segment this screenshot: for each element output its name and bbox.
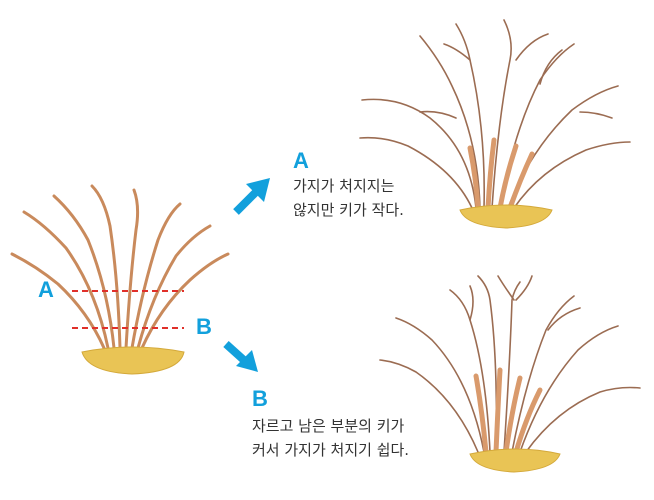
branch [455, 23, 486, 209]
branch [511, 295, 575, 453]
branch [491, 19, 512, 209]
branch [419, 110, 457, 119]
stem-base [493, 367, 503, 455]
arrow-head [236, 350, 258, 372]
stem-base [485, 137, 497, 211]
stem [22, 210, 110, 350]
stem-base [503, 375, 523, 455]
branch [579, 111, 613, 119]
branch [469, 285, 474, 321]
branch [499, 43, 575, 209]
branch [525, 386, 641, 453]
result-b-caption: 자르고 남은 부분의 키가 커서 가지가 처지기 쉽다. [252, 414, 409, 462]
plant-result-a-stems [467, 137, 535, 211]
plant-original [10, 184, 230, 375]
stem-base [507, 151, 535, 211]
arrow-shaft [223, 341, 249, 365]
branch [449, 289, 491, 453]
branch [515, 33, 549, 61]
branch [519, 325, 619, 453]
stem [90, 184, 122, 350]
branch [503, 281, 521, 453]
soil-mound [469, 448, 561, 473]
branch [547, 307, 581, 331]
plant-result-b-stems [473, 367, 543, 455]
soil-mound [81, 346, 185, 375]
result-b-line-2: 커서 가지가 처지기 쉽다. [252, 441, 410, 459]
branch [419, 35, 481, 209]
stem-base [467, 145, 481, 211]
stem [130, 202, 182, 350]
branch [359, 136, 473, 209]
plant-result-a [359, 19, 631, 229]
stem [136, 224, 212, 350]
stem [52, 194, 116, 350]
arrow-down-right-icon [223, 341, 258, 372]
stem-base [513, 387, 543, 455]
stem-base [473, 373, 489, 455]
arrow-shaft [233, 187, 261, 215]
branch [395, 317, 485, 453]
branch [497, 275, 515, 301]
arrow-head [246, 178, 270, 202]
cut-label-b: B [196, 314, 212, 339]
branch [379, 359, 479, 453]
branch [361, 98, 477, 209]
stem [10, 252, 106, 350]
stem [124, 188, 140, 350]
soil-mound [459, 204, 553, 229]
branch [443, 43, 471, 61]
branch [515, 275, 533, 301]
result-a-line-1: 가지가 처지지는 [293, 177, 395, 195]
branch [507, 85, 619, 209]
arrow-up-right-icon [233, 178, 270, 215]
plant-result-b [379, 275, 641, 473]
result-a-caption: 가지가 처지지는 않지만 키가 작다. [293, 174, 404, 222]
stem-base [497, 143, 519, 211]
result-b-line-1: 자르고 남은 부분의 키가 [252, 417, 405, 435]
result-a-letter: A [293, 148, 309, 173]
branch [513, 141, 631, 209]
result-b-letter: B [252, 386, 268, 411]
cut-label-a: A [38, 277, 54, 302]
result-a-line-2: 않지만 키가 작다. [293, 201, 404, 219]
branch [539, 49, 563, 85]
